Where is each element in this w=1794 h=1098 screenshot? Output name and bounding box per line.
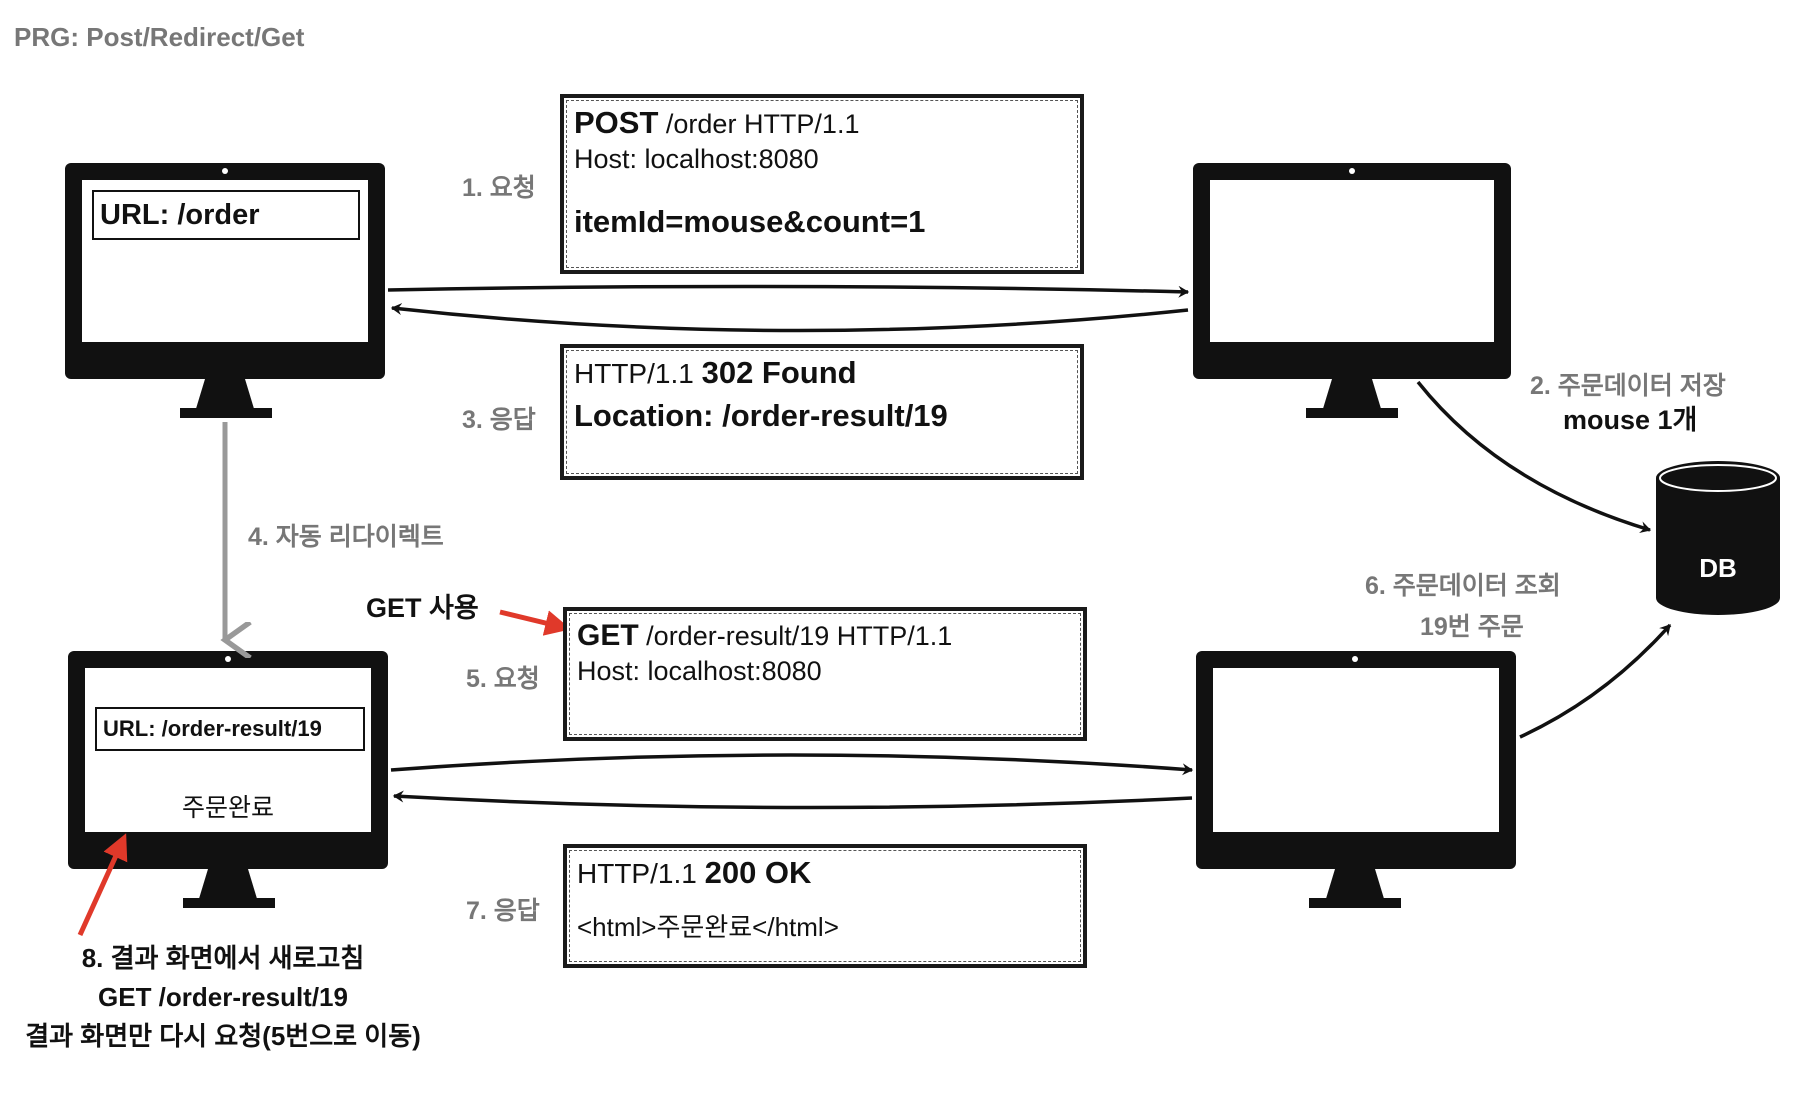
post-request-path: /order HTTP/1.1 [658, 109, 860, 139]
get-request-box: GET /order-result/19 HTTP/1.1 Host: loca… [563, 607, 1087, 741]
step-4-label: 4. 자동 리다이렉트 [248, 523, 444, 551]
client-monitor-bottom [68, 651, 388, 908]
arrow-refresh [77, 833, 128, 937]
ok-response-body: <html>주문완료</html> [577, 911, 839, 942]
step-6-detail: 19번 주문 [1420, 613, 1524, 641]
arrow-save-to-db [1416, 380, 1652, 533]
ok-http-version: HTTP/1.1 [577, 858, 705, 889]
post-method: POST [574, 105, 659, 140]
refresh-note-line-2: GET /order-result/19 [98, 982, 348, 1012]
db-label: DB [1699, 553, 1737, 583]
server-monitor-bottom [1196, 651, 1516, 908]
ok-status-line: HTTP/1.1 200 OK [577, 854, 1073, 893]
post-request-line-1: POST /order HTTP/1.1 [574, 104, 1070, 143]
ok-status: 200 OK [704, 855, 812, 890]
step-2-label: 2. 주문데이터 저장 [1530, 372, 1726, 400]
redirect-http-version: HTTP/1.1 [574, 358, 702, 389]
server-monitor-top [1193, 163, 1511, 418]
step-1-label: 1. 요청 [462, 174, 536, 202]
database-cylinder [1656, 461, 1780, 615]
order-complete-text: 주문완료 [181, 794, 274, 822]
ok-response-box: HTTP/1.1 200 OK <html>주문완료</html> [563, 844, 1087, 968]
step-7-label: 7. 응답 [466, 897, 540, 925]
step-5-label: 5. 요청 [466, 665, 540, 693]
post-request-box: POST /order HTTP/1.1 Host: localhost:808… [560, 94, 1084, 274]
arrow-302-response [390, 303, 1189, 333]
arrow-post-request [387, 284, 1190, 298]
get-method: GET [577, 619, 639, 652]
redirect-status: 302 Found [701, 355, 857, 390]
redirect-location: Location: /order-result/19 [574, 397, 948, 433]
arrow-get-request [390, 753, 1194, 776]
arrow-200-response [392, 790, 1193, 810]
step-6-label: 6. 주문데이터 조회 [1365, 572, 1561, 600]
arrow-get-usage [499, 609, 572, 636]
get-request-path: /order-result/19 HTTP/1.1 [638, 621, 953, 651]
client-url-bar: URL: /order [92, 190, 360, 240]
arrow-query-db [1519, 623, 1672, 739]
refresh-note-line-1: 8. 결과 화면에서 새로고침 [81, 943, 365, 973]
refresh-note: 8. 결과 화면에서 새로고침 GET /order-result/19 결과 … [8, 939, 438, 1056]
step-2-detail: mouse 1개 [1563, 405, 1698, 435]
post-request-body: itemId=mouse&count=1 [574, 203, 926, 239]
get-usage-label: GET 사용 [366, 593, 479, 623]
redirect-status-line: HTTP/1.1 302 Found [574, 354, 1070, 393]
redirect-response-box: HTTP/1.1 302 Found Location: /order-resu… [560, 344, 1084, 480]
result-url-bar: URL: /order-result/19 [95, 707, 365, 751]
step-3-label: 3. 응답 [462, 406, 536, 434]
post-request-host: Host: localhost:8080 [574, 143, 819, 174]
get-request-host: Host: localhost:8080 [577, 655, 822, 686]
page-title: PRG: Post/Redirect/Get [14, 22, 305, 52]
refresh-note-line-3: 결과 화면만 다시 요청(5번으로 이동) [25, 1021, 421, 1051]
get-request-line-1: GET /order-result/19 HTTP/1.1 [577, 617, 1073, 655]
